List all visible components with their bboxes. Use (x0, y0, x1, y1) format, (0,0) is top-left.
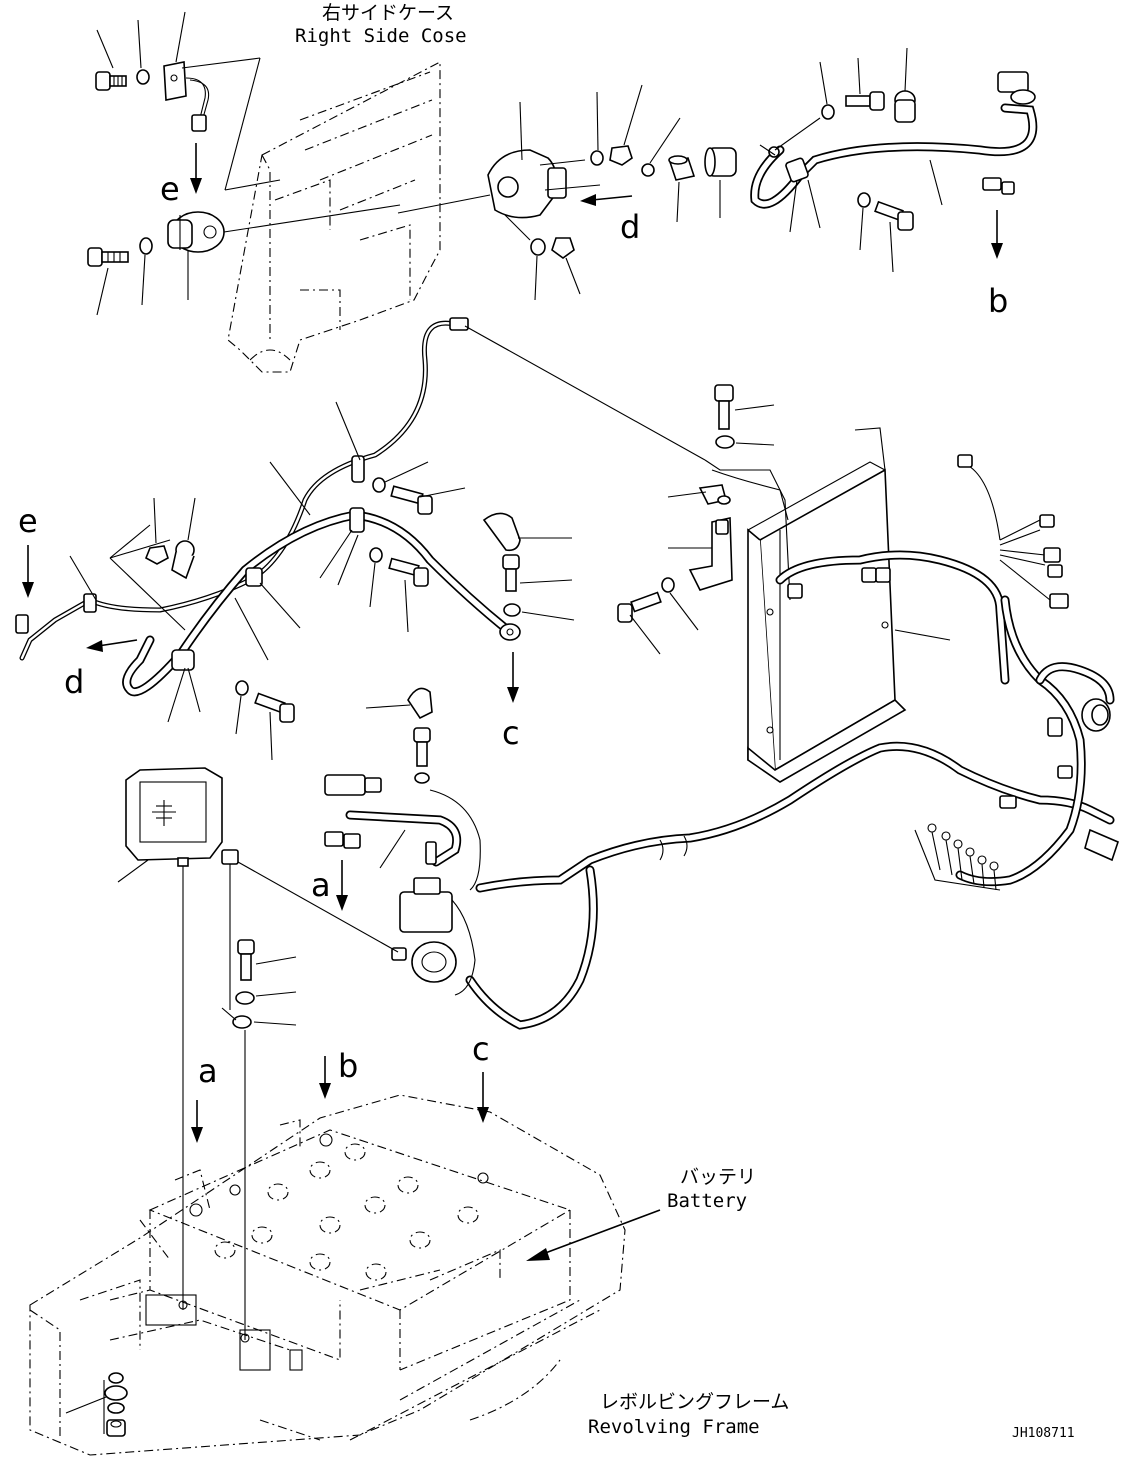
battery-label-jp: バッテリ (680, 1166, 756, 1188)
right-side-case-label: 右サイドケース Right Side Cose (295, 2, 467, 47)
terminal-boot (407, 687, 433, 720)
washer (235, 680, 249, 696)
bolt (87, 247, 129, 267)
washer (503, 603, 521, 617)
washer (369, 547, 383, 563)
washer (641, 163, 655, 177)
right-side-case-label-jp: 右サイドケース (322, 2, 454, 24)
battery-label: バッテリ Battery (667, 1166, 756, 1212)
washer (139, 237, 153, 255)
nut (609, 145, 633, 166)
bolt (413, 727, 431, 767)
ring-terminal (221, 1007, 252, 1029)
mounting-bracket (688, 517, 733, 591)
ground-fasteners (221, 939, 297, 1029)
callout-a-low: a (198, 1052, 218, 1090)
bolt (874, 200, 914, 231)
washer (414, 772, 430, 784)
washer (372, 477, 386, 493)
washer (715, 435, 735, 449)
revolving-frame-label-en: Revolving Frame (588, 1416, 760, 1438)
bolt (254, 692, 295, 723)
callout-c-mid: c (502, 714, 520, 752)
battery-relay-group (397, 84, 737, 301)
washer (590, 150, 604, 166)
washer (104, 1385, 128, 1401)
washer (661, 577, 675, 593)
bolt (617, 591, 662, 623)
callout-b-top: b (988, 282, 1008, 320)
bolt (390, 485, 433, 515)
washer (530, 238, 546, 256)
round-connector (1081, 698, 1111, 732)
leader-line (117, 859, 149, 883)
callout-b-low: b (338, 1047, 358, 1085)
revolving-frame (29, 1094, 626, 1456)
washer (235, 991, 255, 1005)
terminal-boot (482, 512, 521, 552)
controller-box (464, 325, 951, 783)
washer (857, 192, 871, 208)
battery-relay (487, 149, 601, 219)
horn-sensor (167, 211, 225, 253)
bolt (845, 91, 885, 111)
switch-body (399, 877, 476, 996)
right-side-case-label-en: Right Side Cose (295, 25, 467, 47)
washer (108, 1372, 124, 1384)
right-side-case (227, 61, 441, 373)
washer (107, 1402, 125, 1414)
nut (106, 1419, 126, 1437)
callout-d-top: d (620, 208, 640, 246)
drawing-number: JH108711 (1012, 1426, 1075, 1441)
revolving-frame-label-jp: レボルビングフレーム (600, 1391, 789, 1413)
nut (144, 545, 169, 565)
cap-boot (704, 147, 737, 177)
ring-terminal-cluster (914, 823, 1119, 891)
clip (698, 484, 731, 505)
callout-e-left: e (18, 502, 38, 540)
work-lamp (125, 767, 239, 867)
horn-wire-harness (15, 317, 521, 761)
bolt (237, 939, 255, 981)
connector-plug (324, 774, 382, 796)
washer (821, 104, 835, 120)
sensor-plate (163, 61, 210, 132)
bolt (714, 384, 734, 430)
clamp-terminal (982, 177, 1015, 195)
battery-label-en: Battery (667, 1190, 747, 1212)
battery-pack (109, 1119, 572, 1371)
callout-e-top: e (160, 170, 180, 208)
terminal-cover (997, 71, 1036, 105)
direction-arrows (22, 143, 1003, 1261)
callout-a-mid: a (311, 866, 331, 904)
center-fasteners (482, 512, 575, 621)
fastener-stack (65, 1372, 128, 1437)
starter-switch-group (237, 687, 481, 996)
coupling (668, 155, 696, 181)
revolving-frame-label: レボルビングフレーム Revolving Frame (588, 1391, 789, 1438)
nut (551, 237, 575, 259)
callout-d-left: d (64, 663, 84, 701)
callout-c-low: c (472, 1030, 490, 1068)
washer (136, 69, 150, 85)
bolt (388, 557, 429, 587)
tube-cap (171, 540, 195, 580)
battery-cable-top (750, 47, 1038, 273)
bolt (95, 71, 127, 91)
bolt (502, 554, 520, 592)
terminal-boot (894, 90, 916, 123)
main-wire-harness (465, 454, 1119, 1030)
clip (324, 831, 361, 849)
sensor-bracket-group (87, 11, 401, 316)
